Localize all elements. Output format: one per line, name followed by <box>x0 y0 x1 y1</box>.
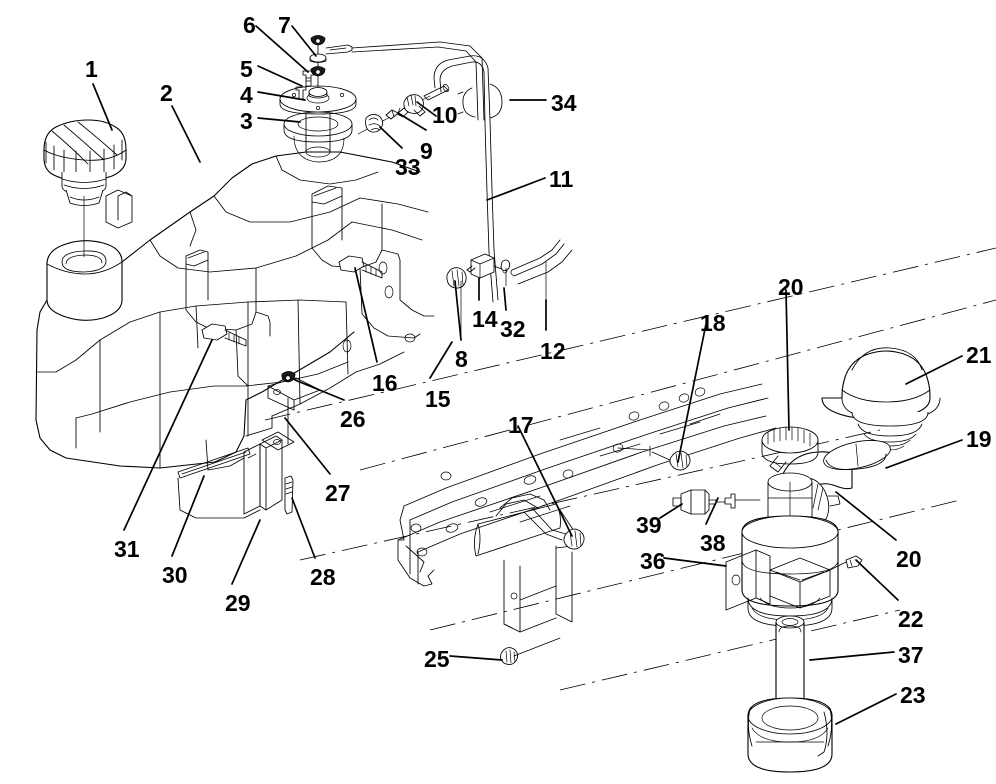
leader-line-2 <box>171 105 201 163</box>
leader-line-20 <box>785 289 790 431</box>
fuel-pump-assembly <box>725 472 863 627</box>
phantom-construction-lines <box>264 247 996 691</box>
mounting-hardware <box>177 255 383 519</box>
leader-line-6 <box>255 25 309 73</box>
callout-c11: 11 <box>549 166 574 192</box>
callout-c36: 36 <box>640 548 666 574</box>
callout-c15: 15 <box>425 386 451 412</box>
callout-c33: 33 <box>395 154 421 180</box>
standpipe-and-cup <box>747 615 833 773</box>
leader-line-38 <box>705 497 719 525</box>
callout-c26: 26 <box>340 406 366 432</box>
callout-c27: 27 <box>325 480 351 506</box>
leader-line-7 <box>291 25 317 57</box>
leader-line-21 <box>905 355 963 385</box>
leader-line-29 <box>231 519 261 585</box>
leader-line-19 <box>885 439 963 469</box>
nut-frame-right <box>617 445 691 471</box>
callout-c30: 30 <box>162 562 188 588</box>
callout-c22: 22 <box>898 606 924 632</box>
leader-line-16 <box>354 267 378 363</box>
leader-line-26 <box>294 379 345 401</box>
leader-line-22 <box>855 559 899 601</box>
fuel-hoses <box>433 55 573 303</box>
callout-c17: 17 <box>508 412 534 438</box>
callout-c9: 9 <box>420 138 433 164</box>
callout-c5: 5 <box>240 56 253 82</box>
callout-c3: 3 <box>240 108 253 134</box>
callout-c21: 21 <box>966 342 992 368</box>
inline-filter <box>672 489 717 515</box>
leader-line-18 <box>677 323 707 463</box>
leader-line-11 <box>486 177 546 201</box>
leader-line-30 <box>171 475 205 557</box>
leader-line-28 <box>291 497 316 559</box>
callout-c2: 2 <box>160 80 173 106</box>
leader-line-37 <box>809 651 895 661</box>
chassis-frame <box>397 383 777 633</box>
leader-line-5 <box>257 65 303 87</box>
leader-line-9 <box>397 112 427 131</box>
leader-line-23 <box>835 693 897 725</box>
fuel-sender-assembly <box>279 35 485 163</box>
leader-line-20 <box>835 491 897 541</box>
callout-leader-lines <box>92 25 963 725</box>
callout-c38: 38 <box>700 530 726 556</box>
callout-c1: 1 <box>85 56 98 82</box>
leader-line-39 <box>659 503 683 519</box>
callout-c28: 28 <box>310 564 336 590</box>
leader-line-17 <box>517 425 573 537</box>
callout-c10: 10 <box>432 102 458 128</box>
leader-line-4 <box>257 91 306 101</box>
leader-line-36 <box>663 557 727 567</box>
callout-c16: 16 <box>372 370 398 396</box>
callout-c29: 29 <box>225 590 251 616</box>
small-hardware-group <box>446 253 511 341</box>
callout-c25: 25 <box>424 646 450 672</box>
callout-c7: 7 <box>278 12 291 38</box>
callout-c4: 4 <box>240 82 253 108</box>
primer-bulb <box>821 347 941 451</box>
leader-line-10 <box>416 101 437 117</box>
leader-line-27 <box>284 417 331 475</box>
callout-c14: 14 <box>472 306 498 332</box>
leader-line-8 <box>454 280 462 341</box>
callout-c8: 8 <box>455 346 468 372</box>
callout-c12: 12 <box>540 338 566 364</box>
fuel-cap <box>43 119 127 206</box>
leader-line-31 <box>123 339 213 531</box>
callout-c39: 39 <box>636 512 662 538</box>
leader-line-25 <box>449 655 503 661</box>
leader-line-3 <box>257 117 301 123</box>
leader-line-15 <box>429 341 453 379</box>
fuel-tank <box>35 151 435 471</box>
clip-retainer <box>715 493 761 509</box>
leader-line-32 <box>503 287 507 311</box>
callout-c31: 31 <box>114 536 140 562</box>
nut-frame-left <box>563 528 585 550</box>
nut-frame-bottom <box>499 637 561 666</box>
leader-line-1 <box>92 83 113 131</box>
callout-c32: 32 <box>500 316 526 342</box>
callout-c18: 18 <box>700 310 726 336</box>
callout-c37: 37 <box>898 642 924 668</box>
callout-c6: 6 <box>243 12 256 38</box>
callout-c19: 19 <box>966 426 992 452</box>
callout-c34: 34 <box>551 90 577 116</box>
callout-c20: 20 <box>778 274 804 300</box>
callout-c23: 23 <box>900 682 926 708</box>
callout-c20b: 20 <box>896 546 922 572</box>
leader-line-33 <box>379 126 403 149</box>
hose-clamp-upper <box>761 426 819 473</box>
